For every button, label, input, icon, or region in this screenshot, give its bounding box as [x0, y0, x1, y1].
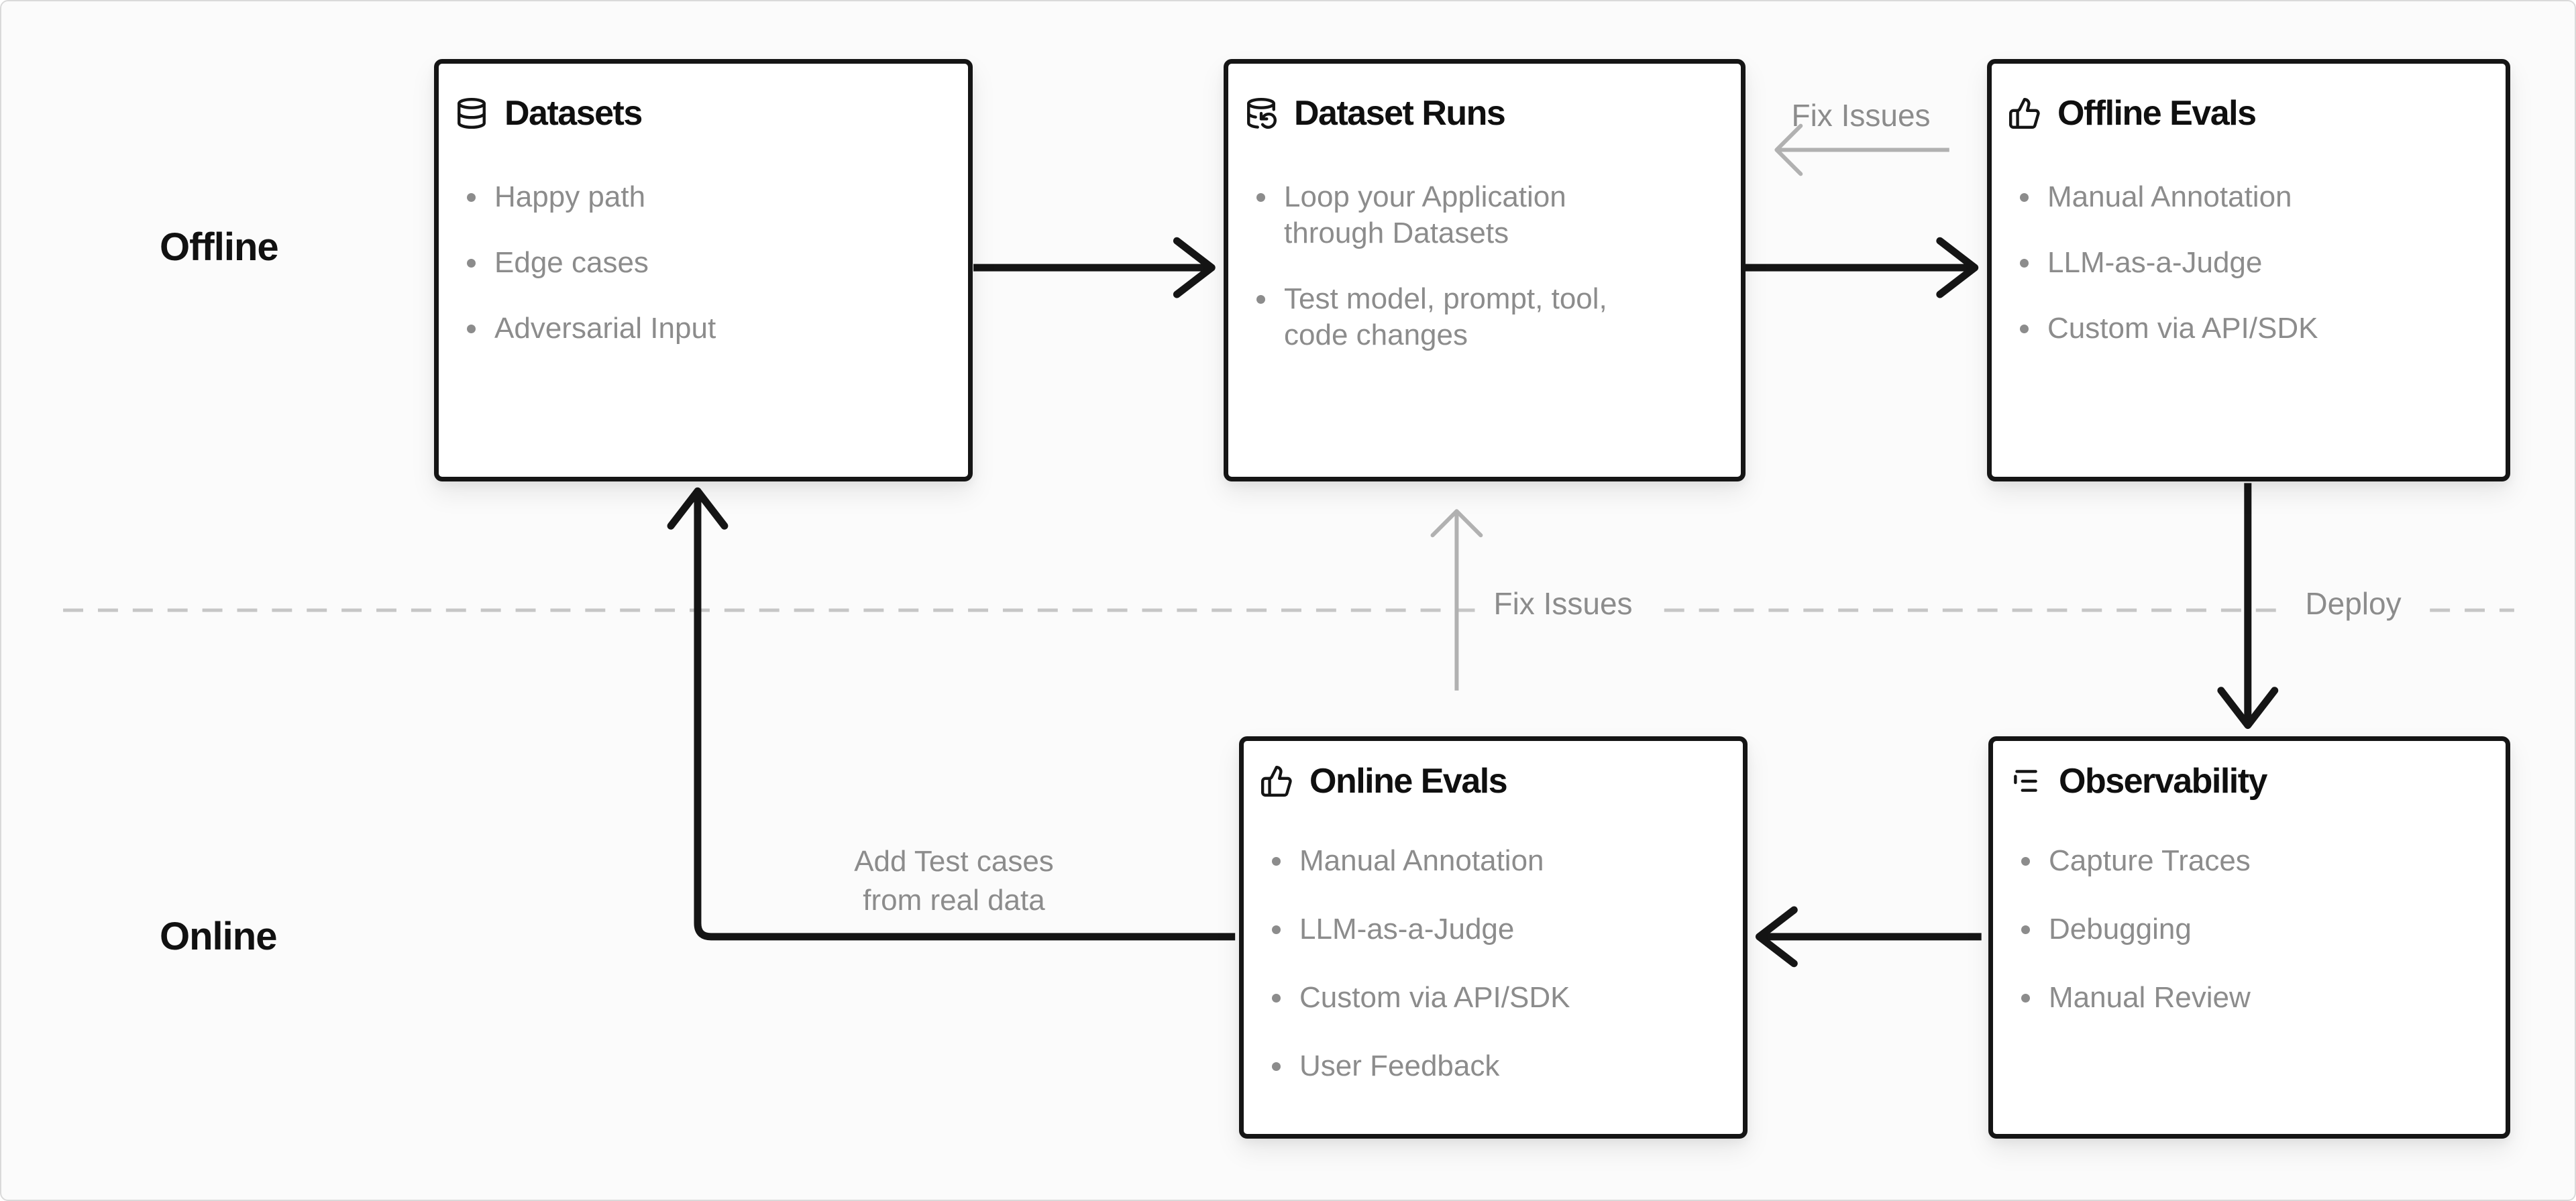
bullet-icon: [2021, 857, 2030, 866]
box-dataset-runs-list: Loop your Application through Datasets T…: [1244, 179, 1721, 353]
box-observability-title: Observability: [2059, 762, 2267, 801]
database-backup-icon: [1244, 97, 1278, 130]
bullet-icon: [2020, 325, 2029, 333]
list-item: Adversarial Input: [455, 310, 948, 347]
list-item: Test model, prompt, tool, code changes: [1244, 281, 1721, 353]
box-online-evals-header: Online Evals: [1260, 761, 1723, 801]
arrow-observability-to-online-evals: [1755, 906, 1982, 968]
box-online-evals: Online Evals Manual Annotation LLM-as-a-…: [1239, 736, 1748, 1139]
bullet-icon: [467, 259, 476, 268]
box-dataset-runs: Dataset Runs Loop your Application throu…: [1224, 59, 1746, 481]
box-datasets-title: Datasets: [504, 94, 643, 133]
box-online-evals-title: Online Evals: [1309, 762, 1508, 801]
bullet-icon: [2021, 994, 2030, 1003]
thumbs-up-icon: [1260, 764, 1293, 798]
list-item: User Feedback: [1260, 1048, 1723, 1084]
bullet-icon: [2021, 925, 2030, 934]
list-tree-icon: [2009, 764, 2043, 798]
arrow-dataset-runs-to-offline-evals: [1744, 237, 1979, 298]
list-item: LLM-as-a-Judge: [1260, 911, 1723, 948]
edge-label-fix-issues-mid: Fix Issues: [1474, 581, 1652, 626]
edge-label-add-test-cases: Add Test cases from real data: [746, 842, 1162, 920]
thumbs-up-icon: [2008, 97, 2041, 130]
list-item: Manual Annotation: [1260, 843, 1723, 879]
list-item: Loop your Application through Datasets: [1244, 179, 1721, 251]
box-datasets: Datasets Happy path Edge cases Adversari…: [434, 59, 973, 481]
list-item: Edge cases: [455, 245, 948, 281]
edge-label-add-test-cases-line2: from real data: [863, 884, 1045, 917]
arrow-deploy: [2217, 483, 2279, 730]
list-item: Custom via API/SDK: [2008, 310, 2485, 347]
bullet-icon: [2020, 259, 2029, 268]
box-dataset-runs-header: Dataset Runs: [1244, 93, 1721, 133]
list-item: LLM-as-a-Judge: [2008, 245, 2485, 281]
list-item: Debugging: [2009, 911, 2485, 948]
arrow-datasets-to-dataset-runs: [973, 237, 1216, 298]
list-item: Manual Review: [2009, 980, 2485, 1016]
bullet-icon: [1256, 193, 1265, 202]
box-datasets-header: Datasets: [455, 93, 948, 133]
box-observability-header: Observability: [2009, 761, 2485, 801]
bullet-icon: [1272, 1062, 1281, 1071]
box-observability: Observability Capture Traces Debugging M…: [1988, 736, 2510, 1139]
bullet-icon: [1256, 295, 1265, 304]
list-item: Custom via API/SDK: [1260, 980, 1723, 1016]
bullet-icon: [1272, 994, 1281, 1003]
box-offline-evals-list: Manual Annotation LLM-as-a-Judge Custom …: [2008, 179, 2485, 347]
arrow-fix-issues-mid: [1430, 509, 1483, 691]
box-datasets-list: Happy path Edge cases Adversarial Input: [455, 179, 948, 347]
box-offline-evals-header: Offline Evals: [2008, 93, 2485, 133]
edge-label-add-test-cases-line1: Add Test cases: [854, 845, 1054, 878]
list-item: Capture Traces: [2009, 843, 2485, 879]
bullet-icon: [467, 325, 476, 333]
box-observability-list: Capture Traces Debugging Manual Review: [2009, 843, 2485, 1016]
edge-label-fix-issues-top: Fix Issues: [1791, 98, 1931, 133]
list-item: Manual Annotation: [2008, 179, 2485, 215]
box-offline-evals: Offline Evals Manual Annotation LLM-as-a…: [1987, 59, 2510, 481]
database-icon: [455, 97, 488, 130]
box-dataset-runs-title: Dataset Runs: [1294, 94, 1506, 133]
lane-label-offline: Offline: [160, 225, 279, 269]
list-item: Happy path: [455, 179, 948, 215]
bullet-icon: [2020, 193, 2029, 202]
edge-label-deploy: Deploy: [2286, 581, 2420, 626]
lane-label-online: Online: [160, 915, 277, 958]
box-online-evals-list: Manual Annotation LLM-as-a-Judge Custom …: [1260, 843, 1723, 1084]
bullet-icon: [467, 193, 476, 202]
bullet-icon: [1272, 925, 1281, 934]
bullet-icon: [1272, 857, 1281, 866]
box-offline-evals-title: Offline Evals: [2057, 94, 2257, 133]
